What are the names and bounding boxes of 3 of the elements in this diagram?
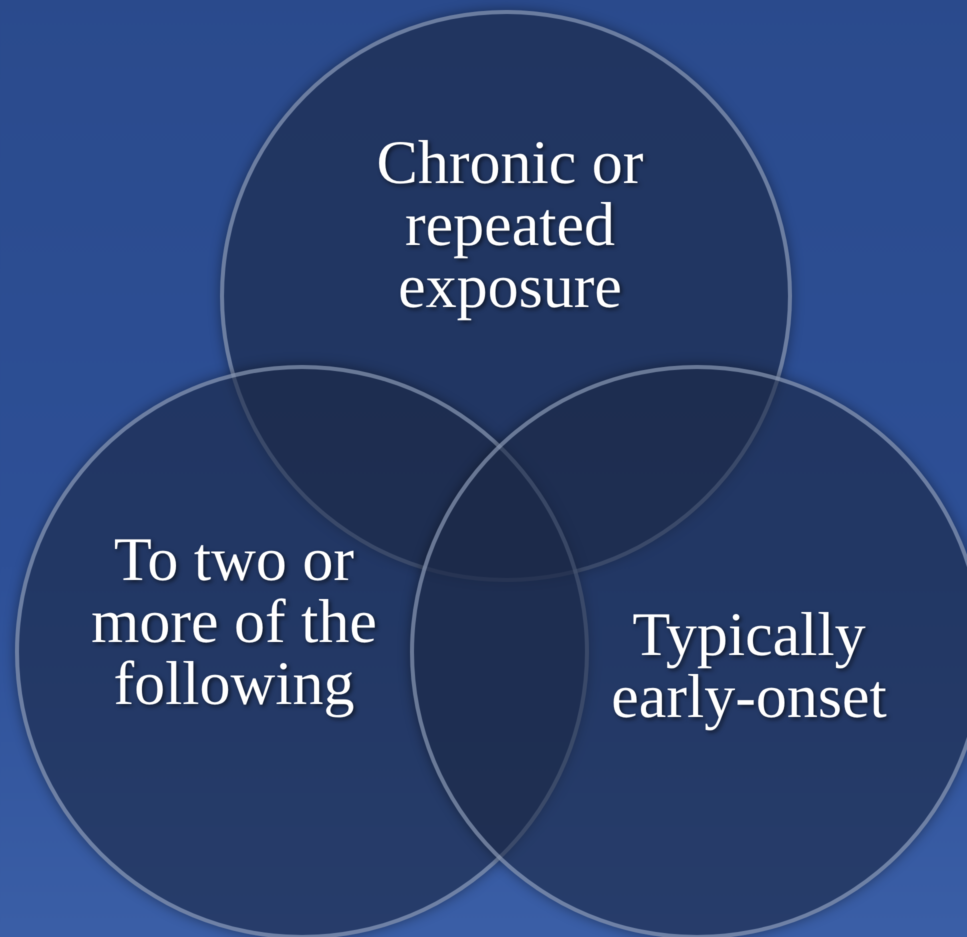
circle-label: Chronic or repeated exposure	[376, 132, 644, 318]
circle-label: Typically early-onset	[610, 604, 888, 728]
circle-label: To two or more of the following	[90, 529, 378, 715]
